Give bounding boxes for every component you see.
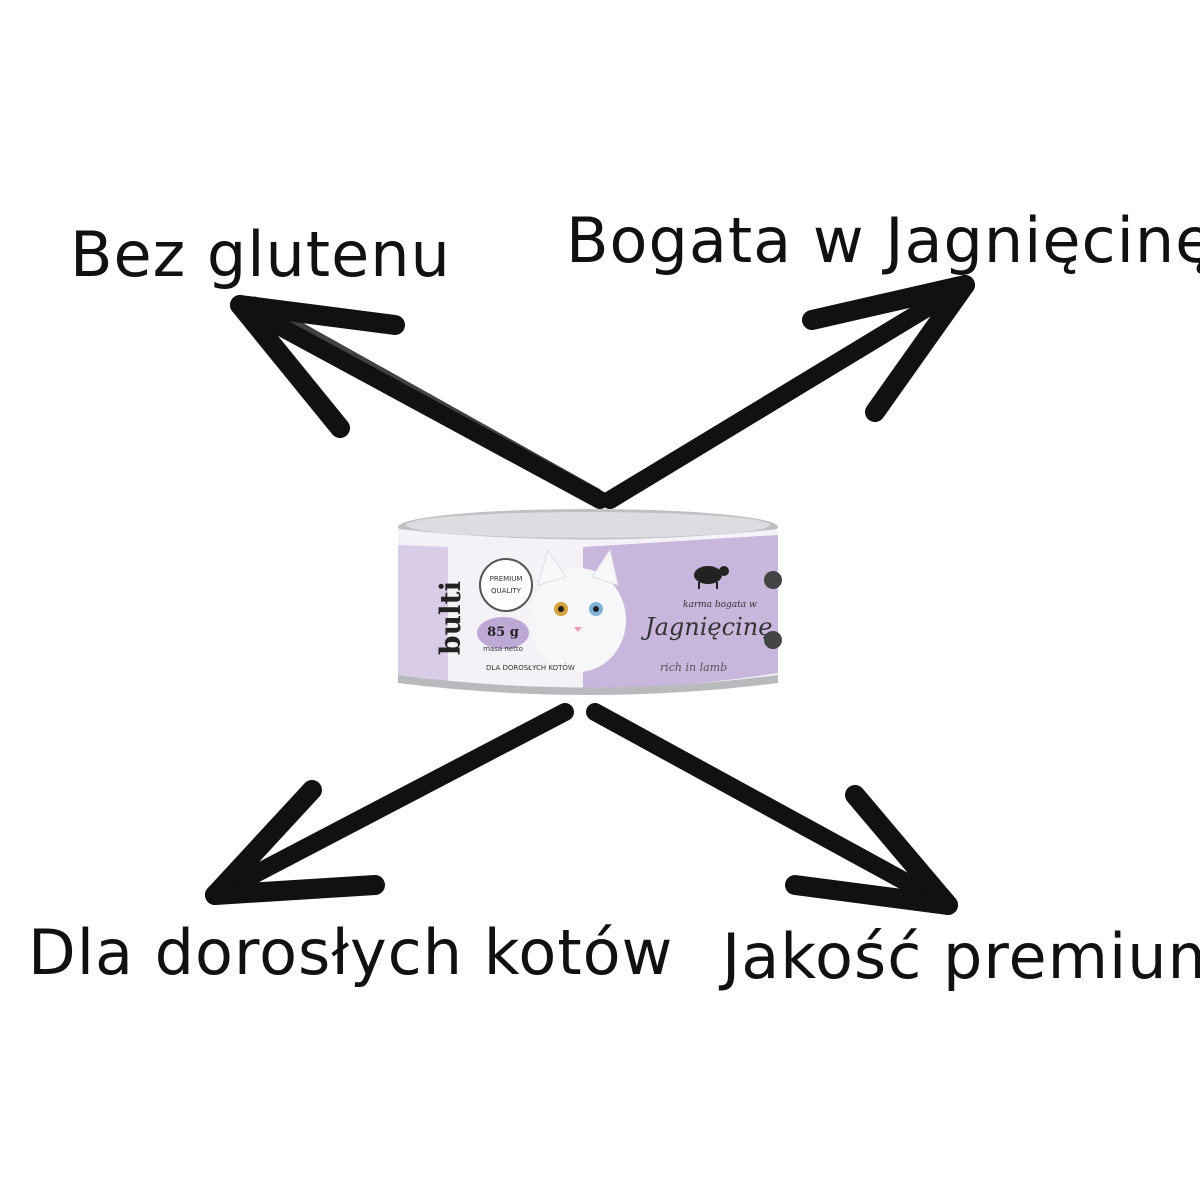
feature-label-adult-cats: Dla dorosłych kotów: [28, 916, 674, 989]
audience-text: DLA DOROSŁYCH KOTÓW: [486, 663, 575, 672]
product-can-image: bulti PREMIUM QUALITY 85 g masa netto ka…: [398, 509, 782, 695]
feature-label-lamb: Bogata w Jagnięcinę: [566, 204, 1200, 277]
flavor-text: Jagnięcinę: [640, 613, 772, 641]
arrow-top-left-icon: [230, 295, 609, 509]
flavor-en-text: rich in lamb: [660, 661, 727, 674]
weight-note: masa netto: [483, 645, 523, 653]
badge-line1: PREMIUM: [490, 575, 523, 583]
feature-label-gluten-free: Bez glutenu: [70, 218, 451, 291]
arrow-bottom-right-icon: [586, 703, 958, 915]
arrow-top-right-icon: [601, 275, 975, 509]
cat-illustration-icon: [530, 548, 626, 672]
sheep-icon: [694, 566, 729, 589]
brand-logo: bulti: [434, 581, 467, 655]
weight-text: 85 g: [487, 625, 519, 640]
arrow-bottom-left-icon: [205, 703, 574, 905]
feature-label-premium: Jakość premium: [722, 920, 1200, 993]
badge-line2: QUALITY: [491, 587, 522, 595]
tagline-text: karma bogata w: [683, 600, 757, 610]
